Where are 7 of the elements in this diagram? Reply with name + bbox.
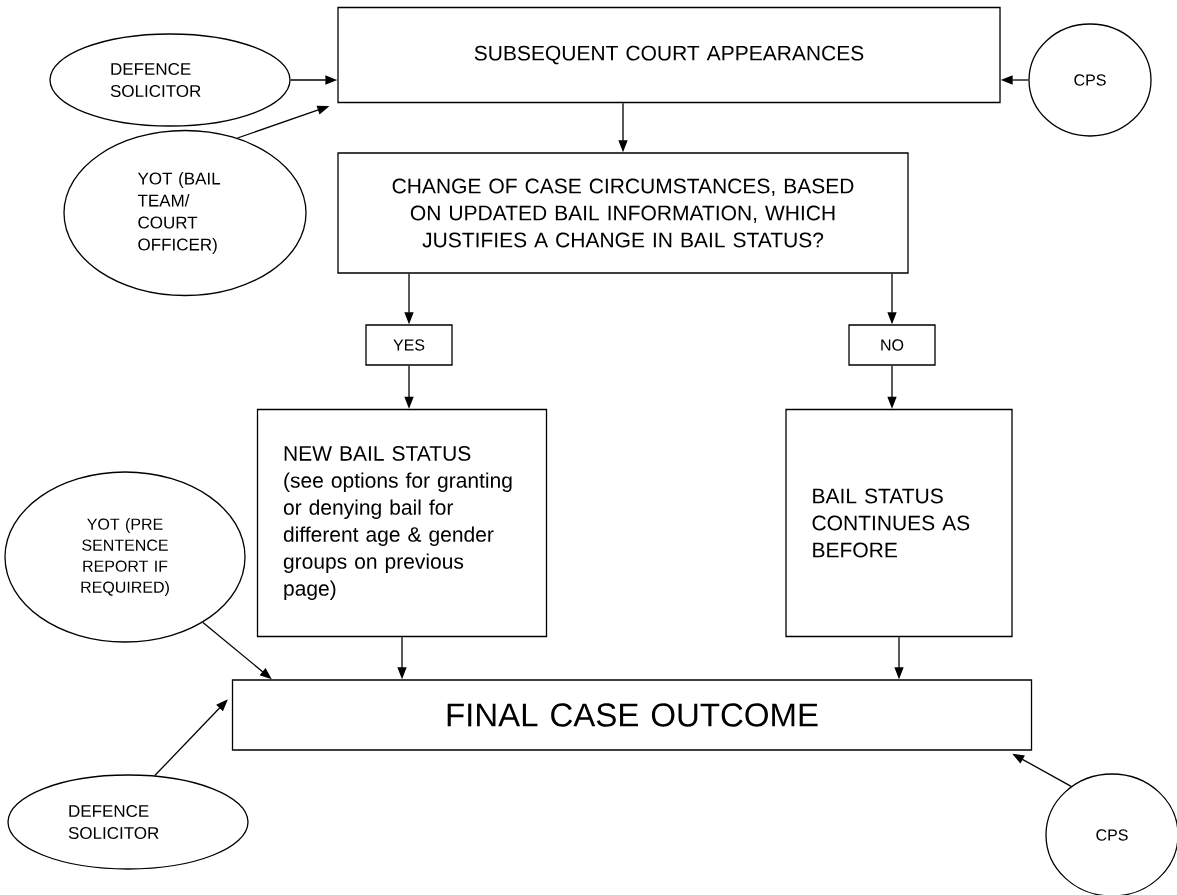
final-box: FINAL CASE OUTCOME — [231, 679, 1033, 751]
answer-box: NO — [848, 324, 936, 366]
outcome-box: NEW BAIL STATUS (see options for granting or denying bail for different age & gender groups on previous page) — [256, 408, 548, 638]
decision-box: CHANGE OF CASE CIRCUMSTANCES, BASED ON UPDATED BAIL INFORMATION, WHICH JUSTIFIES A CHANGE IN BAIL STATUS? — [337, 152, 909, 274]
process-box: SUBSEQUENT COURT APPEARANCES — [337, 6, 1001, 104]
answer-box: YES — [365, 324, 453, 366]
outcome-box: BAIL STATUS CONTINUES AS BEFORE — [785, 408, 1013, 638]
